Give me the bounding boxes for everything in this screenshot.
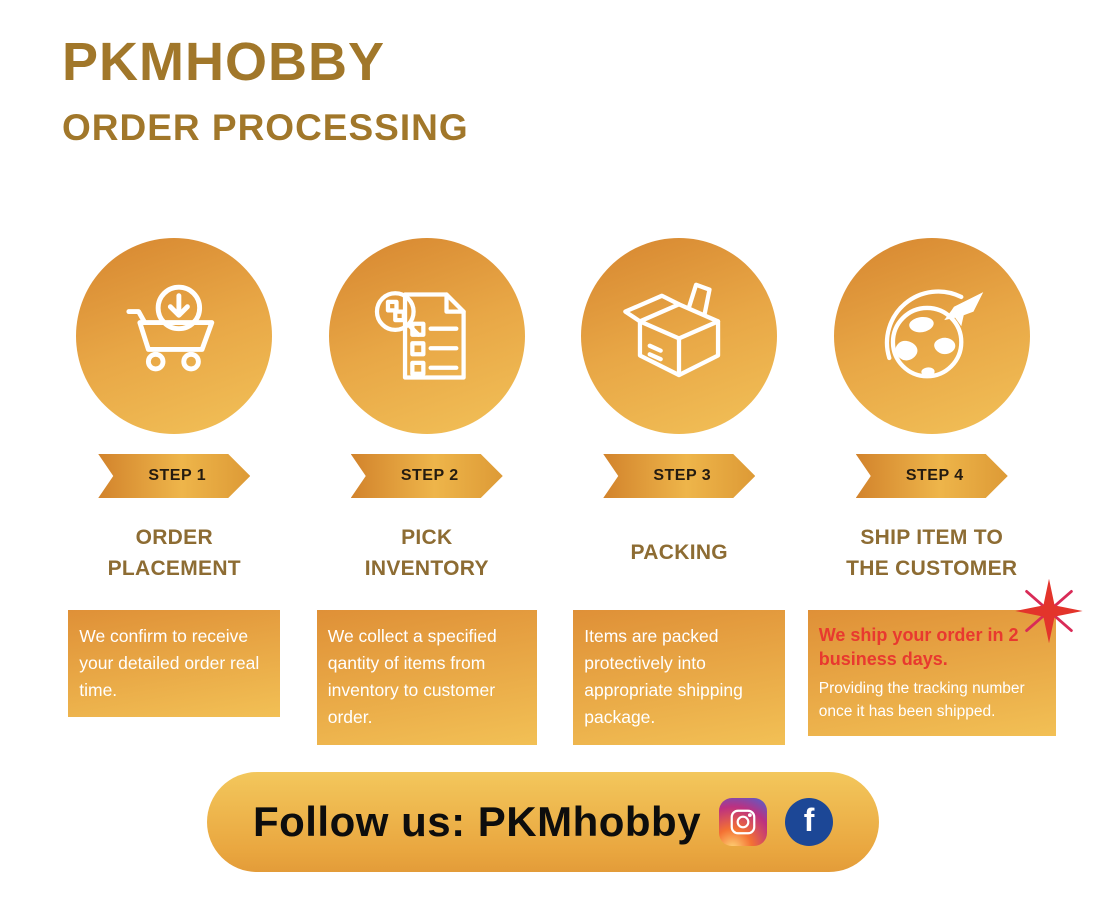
brand-title: PKMHOBBY [62,32,386,92]
step-2-description: We collect a specified qantity of items … [316,610,537,745]
step-3-circle [581,238,778,434]
facebook-icon[interactable]: f [785,798,834,846]
header: PKMHOBBY ORDER PROCESSING [62,34,469,149]
step-4-column: STEP 4 SHIP ITEM TO THE CUSTOMER We ship… [806,238,1083,745]
packing-box-icon [623,282,721,378]
step-3-badge: STEP 3 [603,454,755,498]
step-1-column: STEP 1 ORDER PLACEMENT We confirm to rec… [48,238,301,745]
page-title: ORDER PROCESSING [62,106,469,148]
step-1-badge-label: STEP 1 [148,467,207,484]
step-2-column: STEP 2 PICK INVENTORY We collect a speci… [301,238,554,745]
follow-us-banner: Follow us: PKMhobby f [207,772,879,872]
step-4-description-text: Providing the tracking number once it ha… [818,679,1025,720]
step-3-title: PACKING [630,541,728,565]
step-4-highlight-text: We ship your order in 2 business days. [818,625,1019,670]
step-2-title: PICK INVENTORY [364,525,489,581]
step-3-description: Items are packed protectively into appro… [573,610,786,745]
step-3-column: STEP 3 PACKING Items are packed protecti… [553,238,806,745]
step-1-title: ORDER PLACEMENT [107,525,241,581]
step-2-circle [328,238,525,434]
step-1-badge: STEP 1 [98,454,250,498]
step-4-badge: STEP 4 [856,454,1008,498]
step-4-title: SHIP ITEM TO THE CUSTOMER [846,525,1018,581]
step-2-badge: STEP 2 [351,454,503,498]
step-4-description: We ship your order in 2 business days. P… [807,578,1083,737]
step-3-badge-label: STEP 3 [653,467,712,484]
step-4-badge-label: STEP 4 [905,467,964,484]
step-1-description: We confirm to receive your detailed orde… [68,610,281,718]
step-4-circle [833,238,1030,434]
pick-inventory-icon [374,291,466,380]
step-2-badge-label: STEP 2 [400,467,459,484]
instagram-icon[interactable] [719,798,768,846]
globe-plane-icon [884,289,983,379]
steps-row: STEP 1 ORDER PLACEMENT We confirm to rec… [48,238,1083,745]
facebook-glyph: f [803,802,815,838]
follow-us-label: Follow us: PKMhobby [252,798,702,845]
cart-download-icon [126,284,215,372]
step-1-circle [76,238,273,434]
